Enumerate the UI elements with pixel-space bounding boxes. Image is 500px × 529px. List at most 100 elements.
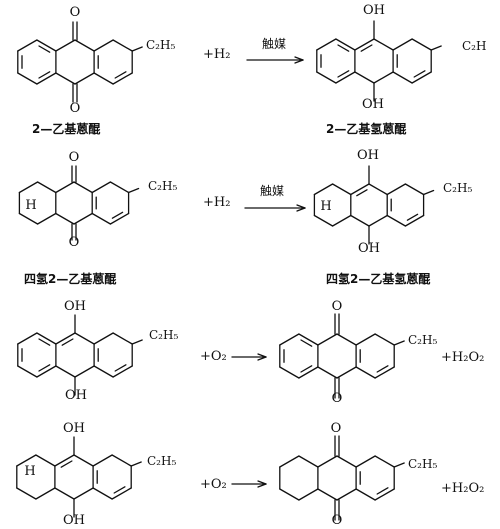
r4-product-substituent: C₂H₅ (408, 457, 437, 471)
r3-product-left-ring-bond (298, 366, 319, 379)
r2-arrow-head (296, 204, 306, 209)
r1-product-substituent-bond (430, 45, 442, 51)
r2-reactant-name: 四氢2—乙基蒽醌 (24, 272, 117, 286)
r1-reactant-middle-ring-bond (55, 39, 76, 52)
r2-reactant-right-ring-bond (91, 181, 112, 194)
r1-product-right-ring-bond (411, 71, 432, 84)
reaction-1: O O C₂H₅ +H₂ 触媒 OH OH C₂H (70, 3, 487, 116)
r1-reactant-bottom-atom: O (70, 101, 81, 116)
reaction-2: O O H C₂H₅ +H₂ 触媒 OH OH H C₂H₅ (25, 148, 472, 256)
r2-product-substituent: C₂H₅ (443, 181, 472, 195)
r4-reactant-right-ring-bond (92, 454, 113, 467)
r2-product-middle-ring-double-bond (356, 189, 368, 197)
r1-product-left-ring-bond (316, 71, 337, 84)
r1-reactant-right-ring-bond (112, 72, 133, 85)
r3-reactant-middle-ring-bond (74, 332, 95, 345)
r3-reactant-middle-ring-bond (74, 365, 95, 378)
r4-reactant-top-atom: OH (63, 421, 85, 436)
r4-product-right-ring-double-bond (376, 487, 389, 495)
r3-reactant-top-atom: OH (64, 299, 86, 314)
r3-reactant-left-ring-bond (17, 332, 38, 345)
r3-reactant-middle-ring-bond (55, 332, 76, 345)
r4-product-top-atom: O (331, 421, 342, 436)
r4-product-bottom-atom: O (332, 513, 343, 528)
r3-plus-reagent: +O₂ (200, 349, 227, 364)
r3-reactant-substituent-bond (131, 339, 143, 345)
r1-reactant-left-ring-bond (36, 39, 57, 52)
r1-product-left-ring-bond (316, 38, 337, 51)
r1-product-top-atom: OH (363, 3, 385, 18)
r2-product-middle-ring-bond (368, 214, 388, 227)
r4-arrow-head (257, 480, 267, 485)
r2-reactant-middle-ring-bond (55, 212, 75, 225)
r1-product-bottom-atom: OH (362, 97, 384, 112)
r1-reactant-left-ring-double-bond (38, 45, 51, 53)
r1-reactant-name: 2—乙基蒽醌 (32, 122, 101, 136)
r4-reactant-right-ring-bond (92, 487, 113, 500)
r2-reactant-bottom-atom: O (69, 235, 80, 250)
r2-product-middle-ring-bond (350, 214, 370, 227)
r3-reactant-right-ring-bond (112, 365, 133, 378)
r1-reactant-left-ring-bond (36, 72, 57, 85)
r3-product-left-ring-bond (298, 333, 319, 346)
r1-product-name: 2—乙基氢蒽醌 (326, 122, 407, 136)
r4-reactant-right-ring-double-bond (113, 486, 126, 494)
r1-reactant-right-ring-bond (93, 72, 114, 85)
r2-product-left-ring-bond (331, 183, 352, 196)
r2-product-left-ring-bond (331, 214, 352, 227)
r3-reactant-substituent: C₂H₅ (149, 328, 178, 342)
r2-product-right-ring-bond (404, 183, 425, 196)
r4-reactant-middle-ring-double-bond (60, 460, 73, 468)
r1-reactant-right-ring-bond (112, 39, 133, 52)
r1-reactant-top-atom: O (70, 5, 81, 20)
r1-product-middle-ring-bond (354, 71, 375, 84)
r4-reactant-left-ring-bond (16, 487, 37, 500)
r2-product-right-ring-double-bond (406, 213, 419, 221)
r4-reactant-left-ring-bond (16, 454, 37, 467)
r4-reactant-middle-ring-bond (54, 487, 75, 500)
r1-arrow-head (294, 59, 304, 64)
r2-reactant-left-ring-bond (18, 212, 39, 225)
r1-product-left-ring-bond (335, 71, 356, 84)
r2-reactant-right-ring-bond (109, 181, 130, 194)
r1-reactant-right-ring-bond (93, 39, 114, 52)
r1-arrow-head (294, 56, 304, 61)
r2-reactant-top-atom: O (69, 150, 80, 165)
r4-product-middle-ring-bond (317, 488, 338, 501)
r1-plus-reagent: +H₂ (203, 47, 230, 62)
r1-reactant-middle-ring-bond (55, 72, 76, 85)
r1-reactant-substituent-bond (131, 46, 143, 52)
r4-product-middle-ring-bond (317, 455, 338, 468)
r4-reactant-substituent: C₂H₅ (147, 454, 176, 468)
r2-arrow-head (296, 207, 306, 212)
r1-product-left-ring-double-bond (337, 70, 350, 78)
r1-product-right-ring-bond (392, 38, 413, 51)
r2-product-right-ring-bond (386, 183, 407, 196)
r1-reactant-substituent: C₂H₅ (146, 38, 175, 52)
r2-product-substituent-bond (422, 189, 435, 196)
r3-reactant-bottom-atom: OH (65, 388, 87, 403)
r2-product-middle-ring-bond (368, 183, 388, 196)
r2-reactant-right-ring-bond (109, 212, 130, 225)
r4-product-right-ring-bond (355, 455, 376, 468)
r3-product-middle-ring-bond (336, 366, 357, 379)
r1-product-middle-ring-bond (373, 71, 394, 84)
r4-reactant-left-ring-bond (35, 454, 56, 467)
r3-product-right-ring-bond (374, 366, 395, 379)
r2-product-right-ring-bond (404, 214, 425, 227)
r4-plus-reagent: +O₂ (200, 477, 227, 492)
r4-product-substituent-bond (393, 462, 405, 468)
r3-reactant-right-ring-double-bond (114, 364, 127, 372)
r3-reactant-left-ring-bond (36, 332, 57, 345)
r1-reactant-left-ring-bond (17, 39, 38, 52)
r3-product-middle-ring-bond (336, 333, 357, 346)
r1-reactant-left-ring-bond (17, 72, 38, 85)
r1-product-right-ring-bond (392, 71, 413, 84)
r2-product-left-ring-bond (313, 183, 334, 196)
r1-product-middle-ring-bond (354, 38, 375, 51)
r2-reactant-middle-ring-bond (55, 181, 75, 194)
r2-reactant-middle-ring-bond (73, 181, 93, 194)
r2-product-name: 四氢2—乙基氢蒽醌 (326, 272, 431, 286)
r2-product-ring-letter: H (320, 199, 331, 214)
